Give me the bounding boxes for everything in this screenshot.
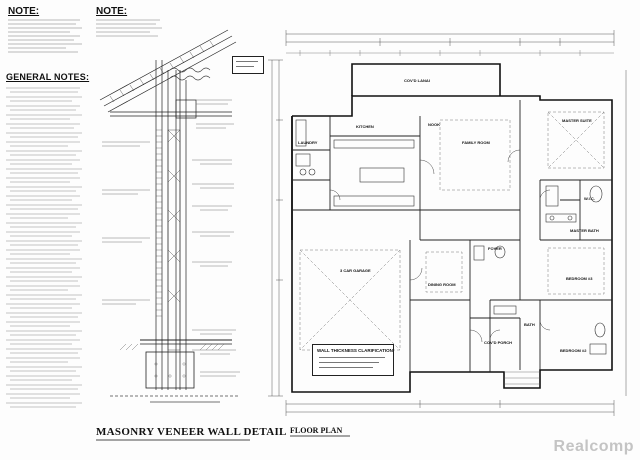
callout-line-2: [236, 66, 254, 67]
room-label-covd-lanai: COV'D LANAI: [404, 78, 430, 83]
room-label-bath: BATH: [524, 322, 535, 327]
room-label-dining-room: DINING ROOM: [428, 282, 456, 287]
floor-plan-interior-walls: [292, 100, 612, 372]
room-label-laundry: LAUNDRY: [298, 140, 318, 145]
legend-line-1: [319, 357, 385, 358]
kitchen-fixtures: [295, 119, 415, 207]
entry-steps: [504, 371, 540, 385]
bath-fixtures: [473, 185, 607, 355]
top-dimension-ticks: [286, 50, 614, 56]
room-label-bedroom-3: BEDROOM #3: [566, 276, 593, 281]
room-label-master-suite: MASTER SUITE: [562, 118, 592, 123]
room-label-wic: W.I.C.: [584, 196, 595, 201]
room-label-bedroom-2: BEDROOM #2: [560, 348, 587, 353]
floor-plan-dimensions: [268, 30, 627, 416]
mid-notes-text-lines: [96, 19, 162, 37]
left-note-heading: NOTE:: [8, 6, 40, 17]
watermark-logo: Realcomp: [553, 438, 634, 455]
detail-callout-box: [232, 56, 264, 74]
furniture-and-ceiling-lines: [299, 111, 605, 351]
general-notes-text-lines: [6, 87, 82, 408]
wall-thickness-legend: WALL THICKNESS CLARIFICATION: [312, 344, 394, 376]
wall-detail-callouts: [102, 99, 240, 377]
room-label-covd-porch: COV'D PORCH: [484, 340, 513, 345]
room-label-foyer: FOYER: [488, 246, 502, 251]
legend-line-3: [319, 367, 373, 368]
legend-title: WALL THICKNESS CLARIFICATION: [317, 348, 393, 353]
room-label-garage: 3 CAR GARAGE: [340, 268, 371, 273]
legend-line-2: [319, 362, 379, 363]
left-notes-text-lines: [8, 19, 82, 53]
door-swings: [329, 149, 551, 343]
room-label-family-room: FAMILY ROOM: [462, 140, 490, 145]
room-label-kitchen: KITCHEN: [356, 124, 374, 129]
general-notes-heading: GENERAL NOTES:: [6, 72, 90, 82]
wall-detail-title: MASONRY VENEER WALL DETAIL: [96, 426, 287, 438]
floor-plan-walls: [291, 63, 613, 393]
room-label-nook: NOOK: [428, 122, 440, 127]
wall-section-detail: [99, 29, 240, 403]
room-label-master-bath: MASTER BATH: [570, 228, 599, 233]
floor-plan-title: FLOOR PLAN: [290, 426, 343, 435]
mid-note-heading: NOTE:: [96, 6, 128, 17]
callout-line-1: [236, 61, 258, 62]
